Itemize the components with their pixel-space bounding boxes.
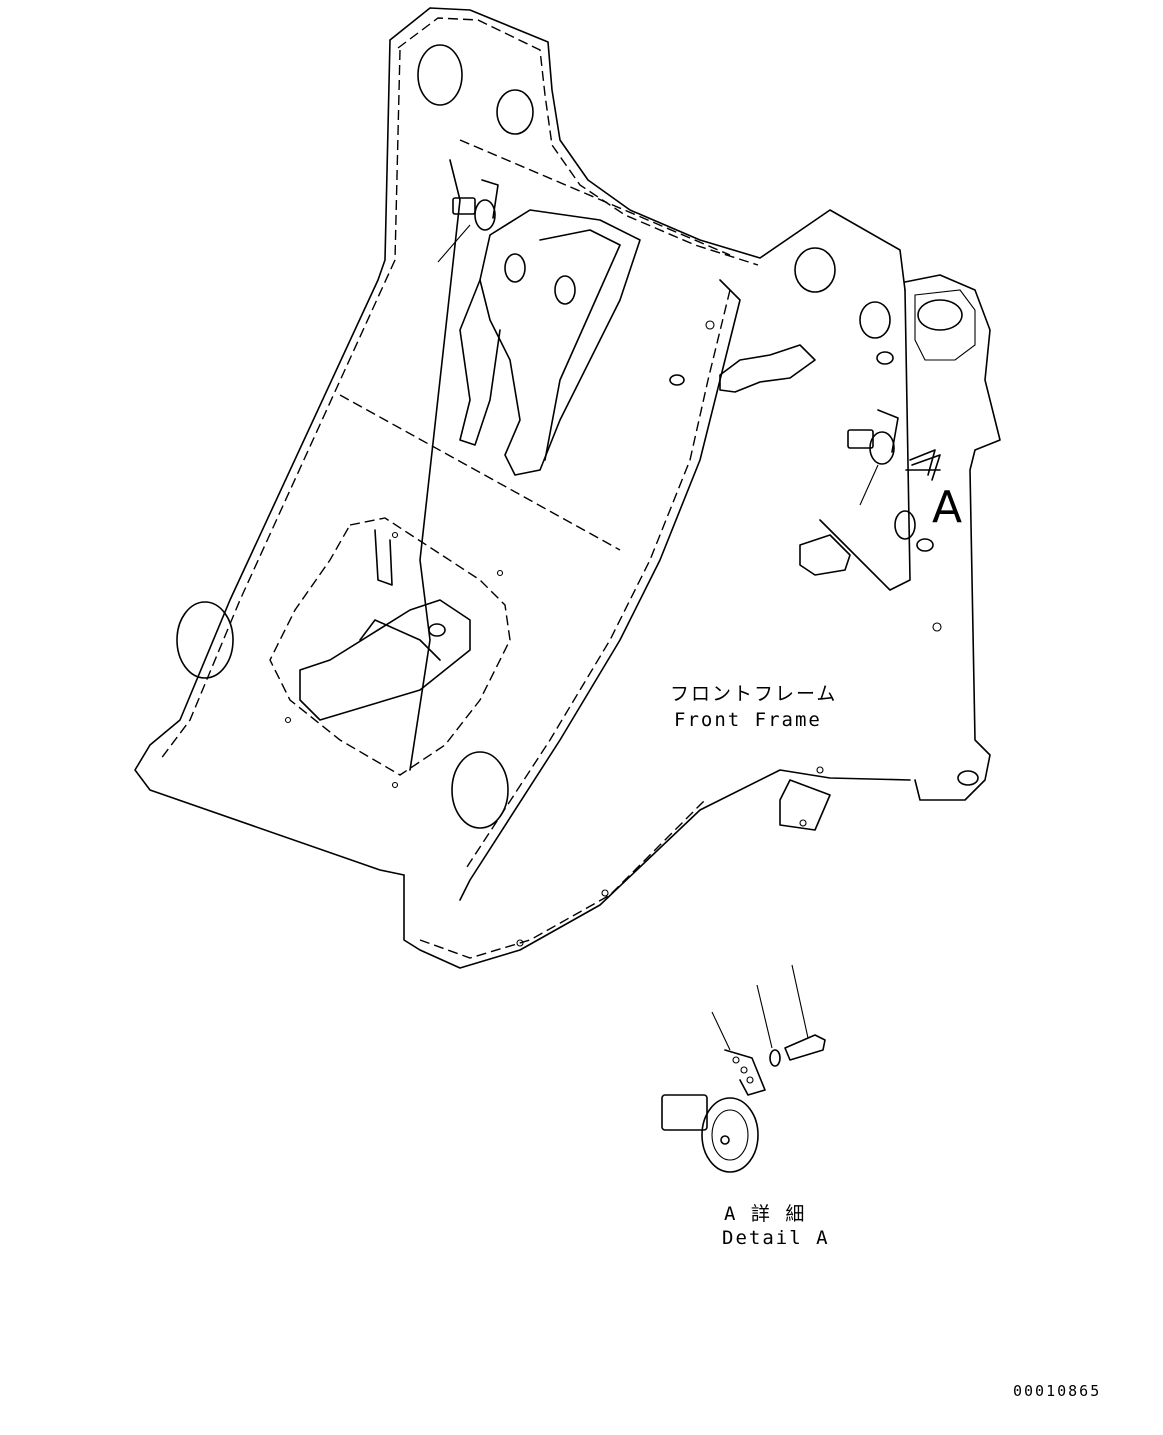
front-frame-outline bbox=[134, 7, 1001, 969]
detail-label-english: Detail A bbox=[722, 1227, 830, 1249]
horn-right bbox=[847, 409, 899, 506]
frame-label-japanese: フロントフレーム bbox=[670, 683, 837, 705]
view-arrow-a-icon bbox=[905, 449, 941, 481]
detail-marker-a: A bbox=[932, 482, 962, 533]
drawing-code: 00010865 bbox=[1013, 1382, 1101, 1400]
detail-label-japanese: A 詳 細 bbox=[724, 1203, 806, 1225]
detail-a-horn-assembly bbox=[661, 964, 826, 1173]
frame-label-english: Front Frame bbox=[674, 709, 822, 731]
horn-left bbox=[437, 179, 499, 263]
frame-pin-holes bbox=[176, 44, 942, 947]
